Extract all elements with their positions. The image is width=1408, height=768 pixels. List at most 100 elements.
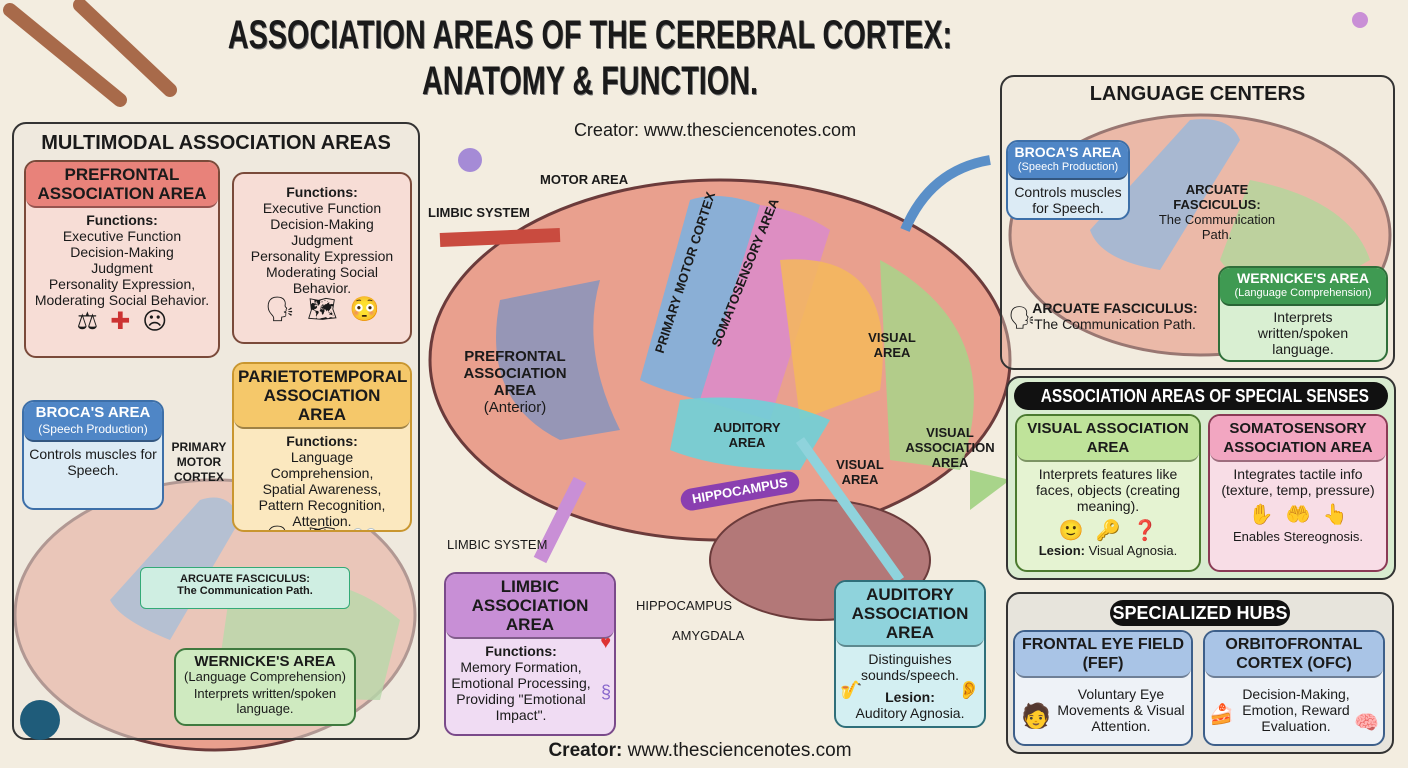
pressure-hand-icon: 👆 <box>1322 504 1348 526</box>
function-item: Providing "Emotional Impact". <box>456 691 586 723</box>
card-subtitle: (Language Comprehension) <box>1234 287 1372 299</box>
prefrontal-sub-label: (Anterior) <box>483 399 547 416</box>
card-title: ORBITOFRONTAL CORTEX (OFC) <box>1205 632 1383 678</box>
footer-credit: Creator: www.thesciencenotes.com <box>520 740 880 762</box>
arcuate-text: The Communication Path. <box>177 585 313 597</box>
broca-card: BROCA'S AREA(Speech Production) Controls… <box>22 400 164 510</box>
limbic-system-label: LIMBIC SYSTEM <box>447 537 548 552</box>
question-key-icon: ❓ <box>1132 520 1158 542</box>
function-item: Judgment <box>291 232 353 248</box>
auditory-association-card: AUDITORY ASSOCIATION AREA Distinguishes … <box>834 580 986 728</box>
listening-head-icon: 👂 <box>957 680 980 700</box>
ofc-card: ORBITOFRONTAL CORTEX (OFC) Decision-Maki… <box>1203 630 1385 746</box>
card-title: PREFRONTAL ASSOCIATION AREA <box>26 162 218 208</box>
fef-card: FRONTAL EYE FIELD (FEF) Voluntary Eye Mo… <box>1013 630 1193 746</box>
card-text: Voluntary Eye Movements & Visual Attenti… <box>1057 686 1185 734</box>
texture-hand-icon: 🤲 <box>1285 504 1311 526</box>
card-text: Interprets features like faces, objects … <box>1036 466 1180 514</box>
title-line-2: ANATOMY & FUNCTION. <box>421 59 758 103</box>
prefrontal-area-label: PREFRONTAL ASSOCIATION AREA(Anterior) <box>455 348 575 416</box>
card-title: BROCA'S AREA <box>35 404 151 421</box>
person-icon: 🧑 <box>1021 703 1051 730</box>
card-text: Interprets written/spoken language. <box>1257 309 1349 357</box>
limbic-system-label: LIMBIC SYSTEM <box>428 205 530 220</box>
sad-face-icon: ☹ <box>142 308 168 335</box>
card-title: BROCA'S AREA <box>1014 144 1122 160</box>
face-icon: 😳 <box>349 296 380 323</box>
function-item: Moderating Social Behavior. <box>34 292 210 308</box>
panel-title: MULTIMODAL ASSOCIATION AREAS <box>41 132 391 154</box>
visual-area-label: VISUAL AREA <box>868 330 916 360</box>
creator-credit: Creator: www.thesciencenotes.com <box>573 120 857 140</box>
arcuate-text: The Communication Path. <box>1034 316 1196 332</box>
card-text: Interprets written/spoken language. <box>193 686 337 716</box>
visual-area-label: VISUAL AREA <box>836 457 884 487</box>
panel-title: LANGUAGE CENTERS <box>1089 83 1306 105</box>
limbic-association-card: LIMBIC ASSOCIATION AREA Functions: Memor… <box>444 572 616 736</box>
network-node-icon <box>1352 12 1368 28</box>
neuron-icon <box>458 148 482 172</box>
lesion-label: Lesion: <box>885 689 935 705</box>
arcuate-low-label: ARCUATE FASCICULUS:The Communication Pat… <box>1030 300 1200 332</box>
card-text: Controls muscles for Speech. <box>29 446 157 478</box>
lesion-text: Auditory Agnosia. <box>855 705 965 721</box>
card-footer: Enables Stereognosis. <box>1232 529 1364 544</box>
card-title: SOMATOSENSORY ASSOCIATION AREA <box>1210 416 1386 462</box>
visual-association-label: VISUAL ASSOCIATION AREA <box>905 425 995 470</box>
instruments-icon: 🎷 <box>840 680 863 700</box>
functions-label: Functions: <box>286 433 358 449</box>
speaking-face-icon: 🗣 <box>1008 305 1036 330</box>
prefrontal-label-text: PREFRONTAL ASSOCIATION AREA <box>463 348 567 399</box>
lesion-text: Visual Agnosia. <box>1088 543 1178 558</box>
face-icon: 🙂 <box>1058 520 1084 542</box>
eyes-icon: 👀 <box>350 527 380 531</box>
parietotemporal-card: PARIETOTEMPORAL ASSOCIATION AREA Functio… <box>232 362 412 532</box>
card-title: WERNICKE'S AREA <box>194 653 336 670</box>
lesion-label: Lesion: <box>1038 543 1085 558</box>
person-speaking-icon: 🗣 <box>264 296 296 323</box>
title-line-1: ASSOCIATION AREAS OF THE CEREBRAL CORTEX… <box>227 13 953 57</box>
function-item: Emotional Processing, <box>451 675 591 691</box>
seahorse-icon: § <box>600 682 611 702</box>
logo-icon <box>20 700 60 740</box>
arcuate-title: ARCUATE FASCICULUS: <box>1173 182 1261 212</box>
function-item: Personality Expression, <box>48 276 196 292</box>
bone-decoration <box>3 0 177 107</box>
arcuate-title: ARCUATE FASCICULUS: <box>180 573 310 585</box>
arcuate-mid-label: ARCUATE FASCICULUS:The Communication Pat… <box>1152 182 1282 242</box>
function-item: Moderating Social Behavior. <box>265 264 379 296</box>
primary-motor-cortex-label: PRIMARY MOTOR CORTEX <box>171 440 227 484</box>
function-item: Pattern Recognition, <box>258 497 386 513</box>
card-title: AUDITORY ASSOCIATION AREA <box>836 582 984 647</box>
card-text: Distinguishes sounds/speech. <box>860 651 960 683</box>
function-item: Language Comprehension, <box>270 449 374 481</box>
function-item: Attention. <box>292 513 352 529</box>
map-icon: 🗺 <box>307 527 337 531</box>
arcuate-fasciculus-arrow: ARCUATE FASCICULUS:The Communication Pat… <box>140 567 350 609</box>
panel-title: ASSOCIATION AREAS OF SPECIAL SENSES <box>1040 386 1370 406</box>
somatosensory-association-card: SOMATOSENSORY ASSOCIATION AREA Integrate… <box>1208 414 1388 572</box>
function-item: Executive Function <box>62 228 182 244</box>
wernicke-card: WERNICKE'S AREA(Language Comprehension) … <box>1218 266 1388 362</box>
card-title: FRONTAL EYE FIELD (FEF) <box>1015 632 1191 678</box>
card-subtitle: (Speech Production) <box>1017 161 1119 173</box>
map-icon: 🗺 <box>307 296 338 323</box>
function-item: Executive Function <box>262 200 382 216</box>
function-item: Spatial Awareness, <box>262 481 382 497</box>
arcuate-text: The Communication Path. <box>1158 212 1276 242</box>
prefrontal-card: PREFRONTAL ASSOCIATION AREA Functions: E… <box>24 160 220 358</box>
page-title: ASSOCIATION AREAS OF THE CEREBRAL CORTEX… <box>194 12 986 104</box>
card-title: VISUAL ASSOCIATION AREA <box>1017 416 1199 462</box>
card-subtitle: (Language Comprehension) <box>184 669 346 684</box>
heart-icon: ♥ <box>600 632 611 652</box>
card-subtitle: (Speech Production) <box>38 422 148 436</box>
creator-url: www.thesciencenotes.com <box>627 740 852 761</box>
functions-card: Functions: Executive Function Decision-M… <box>232 172 412 344</box>
person-speaking-icon: 🗣 <box>265 527 295 531</box>
brain-icon: 🧠 <box>1354 712 1379 734</box>
visual-association-card: VISUAL ASSOCIATION AREA Interprets featu… <box>1015 414 1201 572</box>
panel-title: SPECIALIZED HUBS <box>1110 600 1290 626</box>
function-item: Decision-Making <box>270 216 374 232</box>
function-item: Memory Formation, <box>460 659 582 675</box>
function-item: Personality Expression <box>250 248 394 264</box>
